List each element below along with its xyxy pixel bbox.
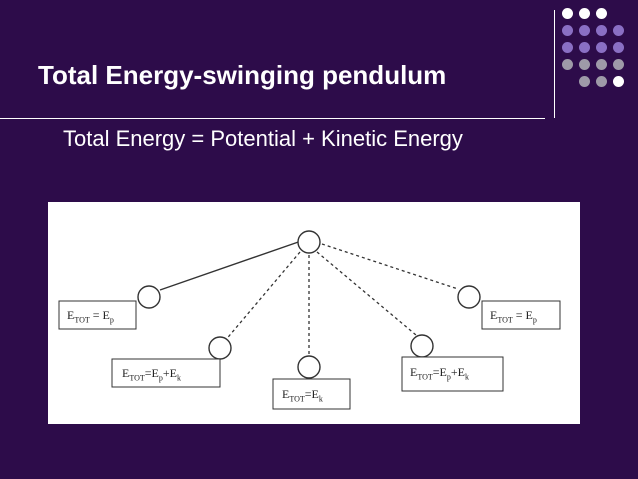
decor-dot xyxy=(613,59,624,70)
pendulum-diagram-svg xyxy=(58,230,561,410)
decor-dot xyxy=(579,42,590,53)
label-mid-left: ETOT=Ep+Ek xyxy=(122,366,181,383)
bob-left xyxy=(137,285,161,309)
decor-dot xyxy=(579,8,590,19)
decor-dot xyxy=(613,25,624,36)
decor-dot xyxy=(562,25,573,36)
pendulum-diagram: ETOT = Ep ETOT = Ep ETOT=Ep+Ek ETOT=Ep+E… xyxy=(48,202,580,424)
decor-dot xyxy=(562,42,573,53)
slide-title: Total Energy-swinging pendulum xyxy=(38,60,447,90)
string-mid-right xyxy=(316,251,417,336)
box-right xyxy=(481,300,561,330)
decor-dot xyxy=(596,8,607,19)
label-right: ETOT = Ep xyxy=(490,308,537,325)
slide-subtitle: Total Energy = Potential + Kinetic Energ… xyxy=(63,126,463,151)
bob-mid-right xyxy=(410,334,434,358)
label-bottom: ETOT=Ek xyxy=(282,387,323,404)
bob-right xyxy=(457,285,481,309)
decor-dot xyxy=(596,42,607,53)
box-mid-left xyxy=(111,358,221,388)
decor-dot xyxy=(613,42,624,53)
bob-top xyxy=(297,230,321,254)
string-mid-left xyxy=(223,251,301,343)
label-left: ETOT = Ep xyxy=(67,308,114,325)
decor-dot xyxy=(613,76,624,87)
decor-dot xyxy=(596,59,607,70)
decor-dot xyxy=(579,59,590,70)
decor-dot xyxy=(596,76,607,87)
bob-mid-left xyxy=(208,336,232,360)
bob-bottom xyxy=(297,355,321,379)
decor-dot xyxy=(579,25,590,36)
string-right xyxy=(321,243,459,290)
decor-dot xyxy=(562,8,573,19)
decor-dot xyxy=(579,76,590,87)
decor-dot xyxy=(562,59,573,70)
decor-dot xyxy=(596,25,607,36)
string-left xyxy=(159,238,308,291)
title-underline xyxy=(0,118,545,119)
box-bottom xyxy=(272,378,351,410)
box-mid-right xyxy=(401,356,504,392)
vertical-divider xyxy=(554,10,555,118)
box-left xyxy=(58,300,137,330)
label-mid-right: ETOT=Ep+Ek xyxy=(410,365,469,382)
